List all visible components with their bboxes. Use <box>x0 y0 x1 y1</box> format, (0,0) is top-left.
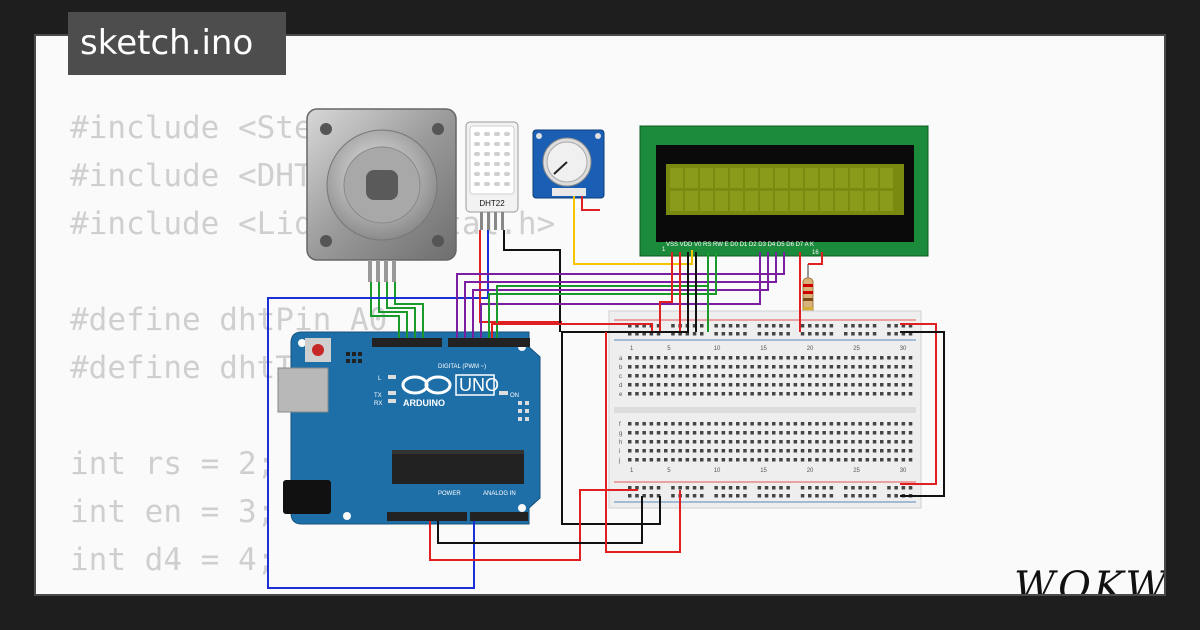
code-line: int d5 = 5; <box>70 584 555 594</box>
sketch-filename-tab[interactable]: sketch.ino <box>68 12 286 75</box>
breadboard-col-number: 10 <box>714 346 721 352</box>
arduino-tx-label: TX <box>374 393 382 399</box>
breadboard-row-label: j <box>618 458 620 464</box>
circuit-diagram: DHT22 <box>267 108 945 589</box>
breadboard-col-number: 10 <box>714 468 721 474</box>
breadboard-row-label: e <box>619 392 623 398</box>
arduino-digital-label: DIGITAL (PWM ~) <box>438 364 486 370</box>
lcd-pin-labels: VSS VDD V0 RS RW E D0 D1 D2 D3 D4 D5 D6 … <box>666 242 814 248</box>
arduino-l-label: L <box>378 376 382 382</box>
breadboard-row-label: c <box>619 374 622 380</box>
breadboard-row-label: g <box>619 431 622 437</box>
wokwi-logo: WOKWi <box>1014 564 1166 596</box>
breadboard-col-number: 5 <box>667 346 671 352</box>
code-line: int d4 = 4; <box>70 542 276 578</box>
lcd-display[interactable]: 1 VSS VDD V0 RS RW E D0 D1 D2 D3 D4 D5 D… <box>639 125 929 257</box>
arduino-brand: ARDUINO <box>403 398 445 408</box>
potentiometer[interactable] <box>532 129 605 199</box>
breadboard-col-number: 1 <box>630 346 634 352</box>
arduino-uno-label: UNO <box>459 375 499 395</box>
lcd-pin-last: 16 <box>812 250 819 256</box>
code-line: int rs = 2; <box>70 446 276 482</box>
breadboard-col-number: 15 <box>760 346 767 352</box>
arduino-rx-label: RX <box>374 401 382 407</box>
breadboard-col-number: 20 <box>807 346 814 352</box>
code-line: #define dhtPin A0 <box>70 302 388 338</box>
breadboard-row-label: b <box>619 365 623 371</box>
breadboard-row-label: d <box>619 383 622 389</box>
wires <box>267 196 945 589</box>
arduino-on-label: ON <box>510 393 519 399</box>
arduino-power-label: POWER <box>438 491 461 497</box>
arduino-uno[interactable]: DIGITAL (PWM ~) UNO ARDUINO L TX RX ON P… <box>277 331 541 525</box>
lcd-pin-first: 1 <box>662 247 666 253</box>
breadboard-col-number: 5 <box>667 468 671 474</box>
breadboard-col-number: 25 <box>853 468 860 474</box>
stepper-motor[interactable] <box>306 108 457 282</box>
breadboard-row-label: h <box>619 440 622 446</box>
breadboard-col-number: 30 <box>900 468 907 474</box>
breadboard-col-number: 20 <box>807 468 814 474</box>
code-line: int en = 3; <box>70 494 276 530</box>
arduino-analog-label: ANALOG IN <box>483 491 516 497</box>
preview-frame: #include <Stepper.h>#include <DHT.h>#inc… <box>34 34 1166 596</box>
breadboard-row-label: a <box>619 356 623 362</box>
breadboard-col-number: 15 <box>760 468 767 474</box>
breadboard-col-number: 25 <box>853 346 860 352</box>
dht22-sensor[interactable]: DHT22 <box>465 121 519 230</box>
breadboard-row-label: i <box>619 449 620 455</box>
breadboard-col-number: 1 <box>630 468 634 474</box>
breadboard-row-label: f <box>619 422 621 428</box>
breadboard-col-number: 30 <box>900 346 907 352</box>
dht22-label: DHT22 <box>479 199 505 208</box>
